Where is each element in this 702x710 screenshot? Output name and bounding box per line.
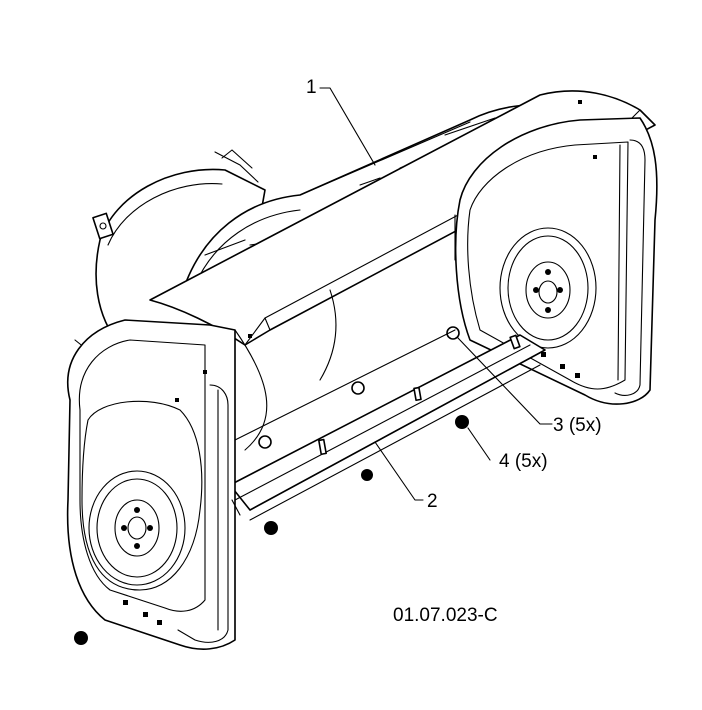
leader-lines: [319, 87, 553, 501]
callout-1: 1: [306, 77, 317, 98]
callout-3: 3 (5x): [553, 415, 602, 436]
back-wall: [234, 289, 460, 451]
nut-parts: [74, 415, 469, 645]
left-side-plate: [66, 319, 241, 650]
scraper-bar: [229, 334, 546, 521]
right-side-plate: [454, 117, 658, 405]
figure-code: 01.07.023-C: [393, 605, 498, 626]
callout-2: 2: [427, 491, 438, 512]
callout-4: 4 (5x): [499, 451, 548, 472]
